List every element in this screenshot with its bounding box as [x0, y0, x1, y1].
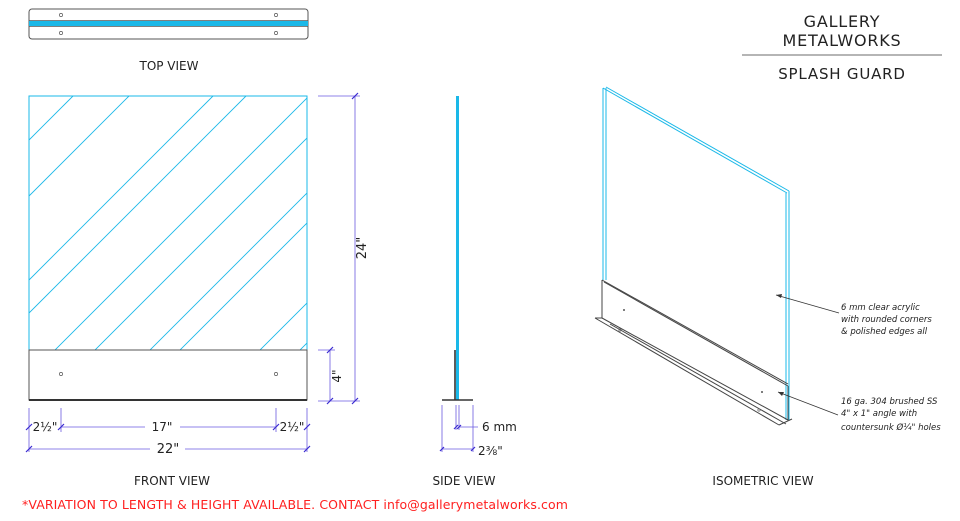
note-angle-2: 4" x 1" angle with [841, 409, 917, 419]
footer-note: *VARIATION TO LENGTH & HEIGHT AVAILABLE.… [22, 497, 569, 512]
note-angle-1: 16 ga. 304 brushed SS [841, 397, 938, 407]
dim-overall-height: 24" [355, 237, 370, 260]
acrylic-side [456, 96, 459, 400]
hole-icon [59, 372, 63, 376]
side-dimensions [441, 405, 478, 452]
dim-acrylic-thickness: 6 mm [482, 420, 517, 434]
dim-hole-spacing: 17" [152, 420, 173, 434]
dim-edge-left: 2½" [33, 420, 58, 434]
angle-bracket-iso [594, 279, 793, 426]
isometric-view: 6 mm clear acrylic with rounded corners … [594, 86, 941, 488]
glass-hatch [29, 96, 307, 350]
dimension-ticks [25, 92, 359, 453]
side-view-label: SIDE VIEW [433, 474, 496, 488]
hole-icon [274, 31, 278, 35]
product-name: SPLASH GUARD [778, 65, 906, 83]
dim-overall-width: 22" [157, 442, 180, 457]
note-acrylic-2: with rounded corners [841, 315, 932, 325]
company-name: GALLERY METALWORKS [742, 12, 942, 56]
hole-icon [274, 13, 278, 17]
dim-base-depth: 2⅜" [478, 444, 503, 458]
acrylic-panel-iso [602, 86, 790, 420]
acrylic-top-edge [29, 21, 308, 26]
front-view-label: FRONT VIEW [134, 474, 210, 488]
hole-icon [274, 372, 278, 376]
top-view: TOP VIEW [28, 8, 309, 73]
leader-lines [775, 294, 840, 416]
hole-icon [59, 31, 63, 35]
dim-base-height: 4" [330, 369, 344, 382]
hole-icon [59, 13, 63, 17]
top-view-label: TOP VIEW [138, 59, 198, 73]
note-acrylic-1: 6 mm clear acrylic [841, 303, 920, 313]
note-acrylic-3: & polished edges all [841, 327, 928, 337]
dim-edge-right: 2½" [280, 420, 305, 434]
title-block: GALLERY METALWORKS SPLASH GUARD [742, 12, 942, 83]
note-angle-3: countersunk Ø¼" holes [841, 422, 941, 433]
isometric-view-label: ISOMETRIC VIEW [712, 474, 813, 488]
front-view: 24" 4" 2½" 17" 2½" 22" FRONT VIEW [25, 92, 370, 488]
side-view: 6 mm 2⅜" SIDE VIEW [433, 96, 517, 488]
front-dimensions [28, 95, 360, 452]
